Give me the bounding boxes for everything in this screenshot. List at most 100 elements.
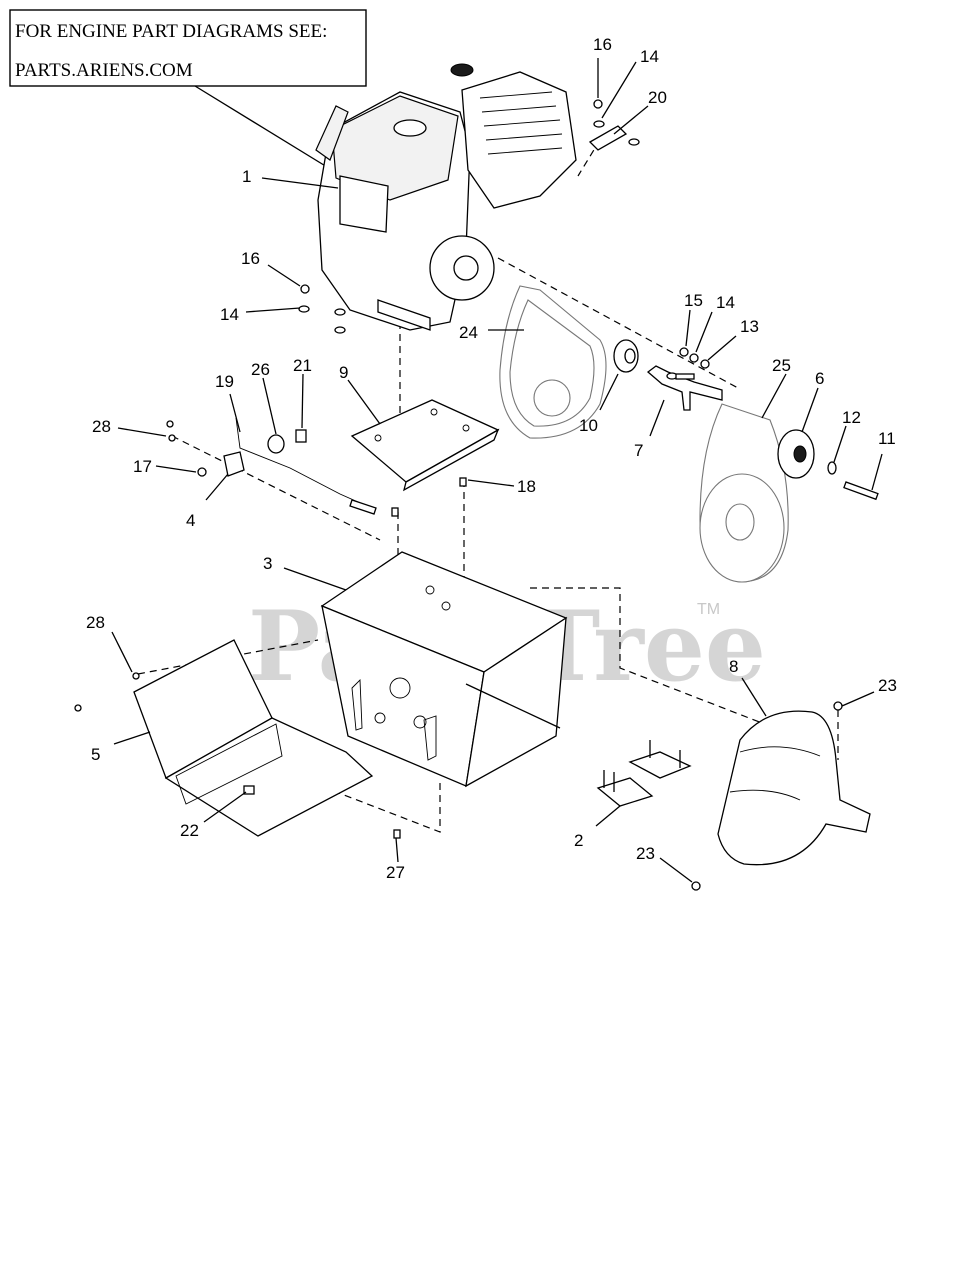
- clip-4: [223, 451, 245, 477]
- bracket-20: [588, 125, 628, 151]
- callout-frame: [9, 9, 367, 87]
- engine-crankshaft-end: [453, 255, 479, 281]
- label-14-right: 14: [716, 293, 735, 312]
- label-7: 7: [634, 441, 643, 460]
- bolt-11: [843, 481, 879, 501]
- engine-plate-lip: [403, 428, 500, 492]
- screw-28-top-b: [168, 434, 176, 442]
- label-23-bottom: 23: [636, 844, 655, 863]
- frame-side: [465, 616, 567, 788]
- dash-shield-28: [137, 639, 319, 675]
- bolt-idler: [675, 373, 695, 380]
- screw-28-top-a: [166, 420, 174, 428]
- label-6: 6: [815, 369, 824, 388]
- washer-engine-b: [334, 326, 346, 334]
- label-11: 11: [878, 429, 896, 448]
- label-21: 21: [293, 356, 312, 375]
- hardware-14: [689, 353, 699, 363]
- idler-bracket-7: [646, 365, 723, 411]
- engine-diagram-callout: FOR ENGINE PART DIAGRAMS SEE: PARTS.ARIE…: [9, 9, 367, 179]
- label-4: 4: [186, 511, 195, 530]
- label-1: 1: [242, 167, 251, 186]
- nut-16-top: [593, 99, 603, 109]
- engine-plate-9: [350, 399, 500, 492]
- engine-mount-foot: [377, 299, 431, 331]
- label-19: 19: [215, 372, 234, 391]
- label-27: 27: [386, 863, 405, 882]
- label-22: 22: [180, 821, 199, 840]
- engine-control-box: [339, 175, 389, 233]
- screw-23-bottom: [691, 881, 701, 891]
- belt-guard-8: [691, 701, 871, 891]
- dash-bolt-27: [299, 777, 441, 833]
- washer-14-left: [298, 305, 310, 313]
- frame-rod: [465, 683, 561, 729]
- washer-12: [827, 461, 837, 475]
- frame-3: [320, 551, 568, 788]
- label-14-left: 14: [220, 305, 239, 324]
- bracket-2-right: [628, 751, 692, 779]
- hardware-15: [679, 347, 689, 357]
- bracket-2-left: [596, 777, 654, 807]
- washer-engine-a: [334, 308, 346, 316]
- screw-18: [459, 477, 467, 487]
- label-9: 9: [339, 363, 348, 382]
- hardware-13: [700, 359, 710, 369]
- muffler-grille: [479, 91, 563, 155]
- engine-fuel-tank: [331, 95, 459, 201]
- dash-crankshaft-axis: [497, 257, 739, 389]
- engine-plate: [350, 399, 500, 483]
- bushing-21: [295, 429, 307, 443]
- shield-floor: [164, 717, 374, 837]
- callout-leader: [194, 85, 346, 179]
- label-28-top: 28: [92, 417, 111, 436]
- callout-line-1: FOR ENGINE PART DIAGRAMS SEE:: [15, 21, 327, 42]
- bearing-26: [267, 434, 285, 454]
- belt-24-assembly: [499, 285, 639, 439]
- part-labels: 1 2 3 4 5 6 7 8 9 10 11 12 13 14 14 14 1…: [86, 35, 897, 882]
- leader-lines: [111, 58, 883, 883]
- engine-fuel-cap: [393, 119, 427, 137]
- pulley-24-hub: [533, 379, 571, 417]
- screw-27: [393, 829, 401, 839]
- dash-cable-to-frame: [171, 435, 381, 541]
- label-10: 10: [579, 416, 598, 435]
- label-16-top: 16: [593, 35, 612, 54]
- label-12: 12: [842, 408, 861, 427]
- washer-14-top: [593, 120, 605, 128]
- engine-assembly: [315, 63, 577, 331]
- label-3: 3: [263, 554, 272, 573]
- label-16-left: 16: [241, 249, 260, 268]
- watermark-tm: TM: [697, 601, 720, 618]
- nut-16-left: [300, 284, 310, 294]
- label-20: 20: [648, 88, 667, 107]
- label-18: 18: [517, 477, 536, 496]
- bracket-2: [596, 740, 692, 807]
- label-13: 13: [740, 317, 759, 336]
- label-17: 17: [133, 457, 152, 476]
- label-24: 24: [459, 323, 478, 342]
- label-15: 15: [684, 291, 703, 310]
- shield-5: [74, 639, 401, 839]
- screw-23-top: [833, 701, 843, 711]
- label-5: 5: [91, 745, 100, 764]
- belt-25-assembly: [699, 403, 879, 583]
- callout-line-2: PARTS.ARIENS.COM: [15, 60, 193, 81]
- washer-20: [628, 138, 640, 146]
- pulley-10-bore: [624, 348, 636, 364]
- screw-frame-top: [391, 507, 399, 517]
- label-26: 26: [251, 360, 270, 379]
- idler-bracket-assembly: [646, 347, 723, 411]
- belt-24-inner: [509, 299, 595, 427]
- engine-recoil-handle: [315, 105, 349, 161]
- label-25: 25: [772, 356, 791, 375]
- label-28-left: 28: [86, 613, 105, 632]
- nut-17: [197, 467, 207, 477]
- drive-pulley-6-bore: [793, 445, 807, 463]
- label-14-top: 14: [640, 47, 659, 66]
- screw-28-shield: [132, 672, 140, 680]
- belt-guard: [717, 710, 871, 866]
- label-8: 8: [729, 657, 738, 676]
- engine-oil-cap: [450, 63, 474, 77]
